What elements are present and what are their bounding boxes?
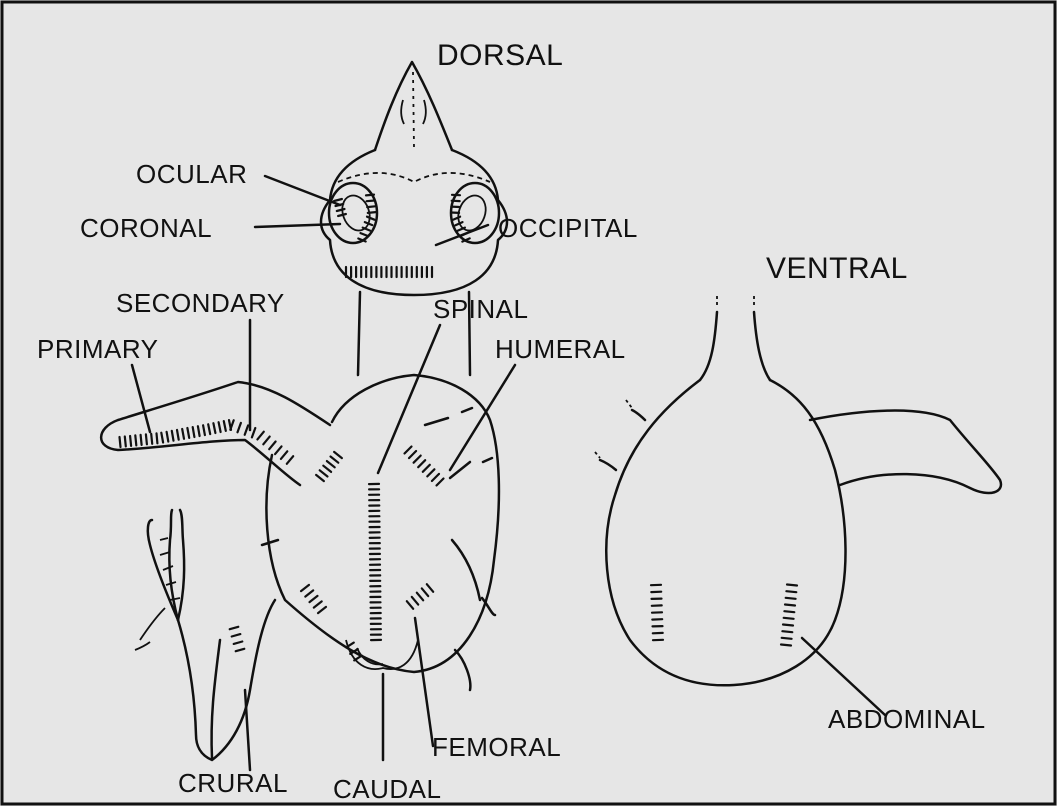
ventral-title: VENTRAL <box>766 252 908 285</box>
abdominal-label: ABDOMINAL <box>828 704 986 734</box>
humeral-label: HUMERAL <box>495 334 626 364</box>
caudal-label: CAUDAL <box>333 774 441 804</box>
secondary-label: SECONDARY <box>116 288 285 318</box>
dorsal-title: DORSAL <box>437 39 563 72</box>
primary-label: PRIMARY <box>37 334 159 364</box>
spinal-label: SPINAL <box>433 294 529 324</box>
occipital-label: OCCIPITAL <box>498 213 638 243</box>
crural-label: CRURAL <box>178 768 288 798</box>
femoral-label: FEMORAL <box>432 732 561 762</box>
ocular-label: OCULAR <box>136 159 247 189</box>
coronal-label: CORONAL <box>80 213 212 243</box>
